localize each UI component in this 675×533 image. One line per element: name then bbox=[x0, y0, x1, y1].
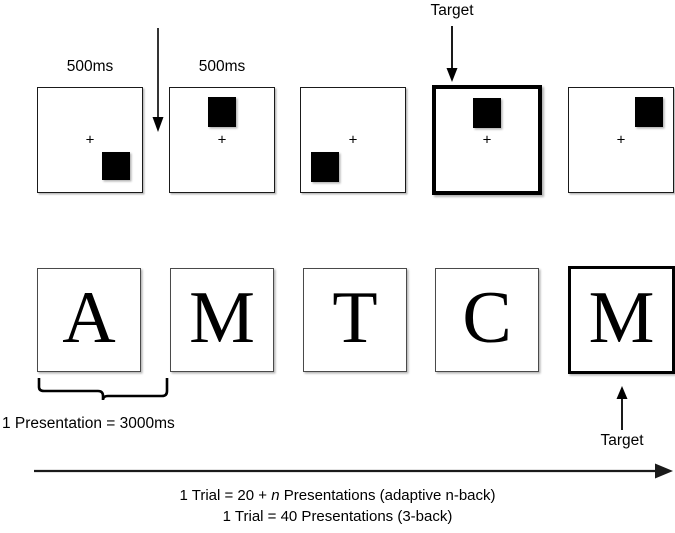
fixation-cross: + bbox=[616, 131, 626, 149]
trial-caption-line-2: 1 Trial = 40 Presentations (3-back) bbox=[222, 508, 453, 525]
sequence-arrow-down-icon bbox=[152, 28, 164, 132]
trial-caption-prefix: 1 Trial = 20 + bbox=[179, 487, 272, 504]
duration-label-frame-2: 500ms bbox=[198, 58, 246, 75]
target-arrow-down-icon bbox=[446, 26, 458, 82]
letter-glyph: M bbox=[189, 277, 255, 359]
fixation-cross: + bbox=[85, 131, 95, 149]
stimulus-square bbox=[635, 97, 663, 127]
letter-glyph: A bbox=[62, 277, 116, 359]
timeline-arrow-icon bbox=[34, 463, 673, 479]
stimulus-square bbox=[311, 152, 339, 182]
presentation-duration-label: 1 Presentation = 3000ms bbox=[2, 415, 175, 432]
letter-glyph: M bbox=[588, 277, 655, 359]
fixation-cross: + bbox=[482, 131, 492, 149]
target-label-bottom: Target bbox=[600, 432, 644, 449]
spatial-frame-4-target[interactable]: + bbox=[432, 85, 542, 195]
letter-frame-4[interactable]: C bbox=[435, 268, 539, 372]
letter-glyph: T bbox=[332, 277, 378, 359]
spatial-frame-3[interactable]: + bbox=[300, 87, 406, 193]
trial-caption-line-1: 1 Trial = 20 + n Presentations (adaptive… bbox=[0, 487, 675, 504]
spatial-frame-1[interactable]: + bbox=[37, 87, 143, 193]
duration-label-frame-1: 500ms bbox=[66, 58, 114, 75]
stimulus-square bbox=[473, 98, 501, 128]
letter-frame-1[interactable]: A bbox=[37, 268, 141, 372]
spatial-frame-2[interactable]: + bbox=[169, 87, 275, 193]
spatial-frame-5[interactable]: + bbox=[568, 87, 674, 193]
letter-frame-3[interactable]: T bbox=[303, 268, 407, 372]
stimulus-square bbox=[208, 97, 236, 127]
letter-glyph: C bbox=[462, 277, 512, 359]
trial-caption-suffix: Presentations (adaptive n-back) bbox=[279, 487, 496, 504]
trial-caption-italic-n: n bbox=[271, 487, 280, 504]
letter-frame-2[interactable]: M bbox=[170, 268, 274, 372]
target-label-top: Target bbox=[430, 2, 474, 19]
target-arrow-up-icon bbox=[616, 386, 628, 430]
presentation-brace bbox=[37, 378, 169, 401]
fixation-cross: + bbox=[217, 131, 227, 149]
fixation-cross: + bbox=[348, 131, 358, 149]
letter-frame-5-target[interactable]: M bbox=[568, 266, 675, 374]
stimulus-square bbox=[102, 152, 130, 180]
